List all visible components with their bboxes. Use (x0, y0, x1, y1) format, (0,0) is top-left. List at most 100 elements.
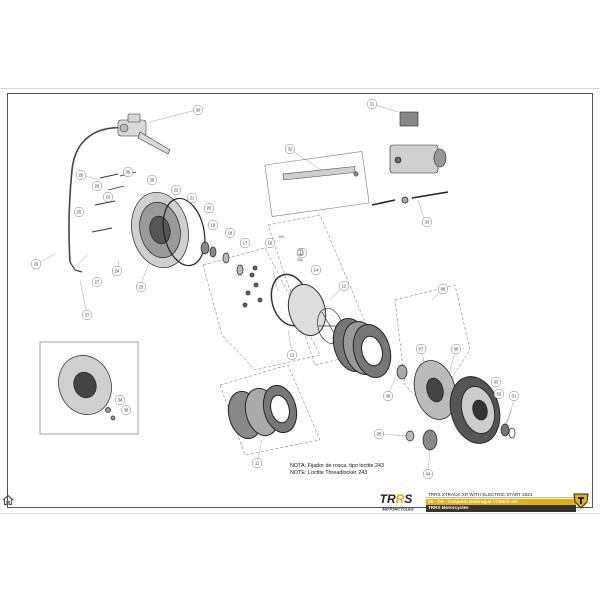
callout-01: 01 (508, 390, 520, 402)
callout-number: 10 (106, 195, 111, 200)
callout-number: 08 (386, 394, 391, 399)
callout-number: 24 (115, 269, 120, 274)
callout-number: 33 (425, 220, 430, 225)
small-label-15a: 15a (297, 248, 303, 252)
callout-number: 01 (512, 394, 517, 399)
callout-32: 32 (284, 143, 296, 155)
callout-20: 20 (203, 202, 215, 214)
callout-number: 38 (124, 408, 129, 413)
clutch-basket (449, 376, 501, 444)
callout-05: 05 (373, 428, 385, 440)
clutch-master-cylinder (117, 113, 171, 155)
note-english: NOTE: Loctite Threadlocker 243 (290, 470, 368, 476)
callout-number: 37 (85, 313, 90, 318)
ball-bearing (422, 429, 438, 451)
release-bearing (396, 364, 408, 380)
hydraulic-hose (68, 126, 129, 263)
detail-inset-box (39, 341, 139, 435)
callout-number: 29 (34, 262, 39, 267)
callout-04: 04 (422, 468, 434, 480)
callout-31: 31 (366, 98, 378, 110)
callout-30: 30 (192, 104, 204, 116)
callout-36: 36 (122, 166, 134, 178)
callout-15: 15 (296, 247, 308, 259)
callout-number: 13 (290, 353, 295, 358)
callout-bubbles: 30 31 32 33 28 26 36 35 22 21 20 19 18 17 16 15 10 25 24 23… (30, 98, 520, 480)
callout-number: 12 (342, 284, 347, 289)
push-rod-kit (371, 191, 449, 206)
callout-number: 31 (370, 102, 375, 107)
callout-number: 22 (174, 188, 179, 193)
callout-02: 02 (493, 388, 505, 400)
callout-number: 34 (118, 398, 123, 403)
callout-33: 33 (421, 216, 433, 228)
callout-34: 34 (114, 394, 126, 406)
inset-cover-detail (58, 355, 116, 421)
callout-number: 07 (419, 347, 424, 352)
clutch-springs (242, 265, 263, 308)
cover-bolts (91, 171, 137, 233)
svg-text:MOTORCYCLES: MOTORCYCLES (382, 507, 413, 512)
callout-18: 18 (224, 227, 236, 239)
small-label-15c: 15c (297, 258, 303, 262)
callout-number: 03 (494, 380, 499, 385)
callout-03: 03 (490, 376, 502, 388)
callout-group-outline (202, 247, 321, 371)
small-seals (200, 241, 244, 276)
section-title: 05 - CE - Conjunto Embrague / Clutch set (426, 498, 576, 505)
callout-number: 28 (79, 173, 84, 178)
callout-19: 19 (207, 219, 219, 231)
title-block: TRRS MOTORCYCLES TRRS XTRACK XR WITH ELE… (368, 492, 588, 512)
callout-16: 16 (264, 237, 276, 249)
callout-number: 26 (95, 184, 100, 189)
callout-17: 17 (239, 237, 251, 249)
callout-group-outline (264, 151, 370, 217)
clutch-plate-pack (332, 318, 392, 378)
callout-number: 21 (190, 196, 195, 201)
callout-number: 19 (211, 223, 216, 228)
callout-14: 14 (310, 264, 322, 276)
small-label-15b: 15b (297, 253, 303, 257)
callout-number: 17 (243, 241, 248, 246)
callout-number: 23 (139, 285, 144, 290)
trrs-logo: TRRS MOTORCYCLES (380, 492, 414, 512)
callout-number: 16 (268, 241, 273, 246)
callout-number: 18 (228, 231, 233, 236)
callout-number: 15 (300, 251, 305, 256)
model-title: TRRS XTRACK XR WITH ELECTRIC START 2021 (426, 492, 576, 498)
callout-number: 04 (426, 472, 431, 477)
callout-27: 27 (91, 276, 103, 288)
callout-number: 35 (150, 178, 155, 183)
trrs-shield-icon (573, 493, 589, 509)
note-spanish: NOTA: Fijador de rosca, tipo loctite 243 (290, 463, 384, 469)
callout-number: 30 (196, 108, 201, 113)
callout-07: 07 (415, 343, 427, 355)
callout-26: 26 (91, 180, 103, 192)
callout-09: 09 (437, 283, 449, 295)
callout-number: 06 (454, 347, 459, 352)
thrust-washer (508, 427, 516, 439)
callout-12: 12 (338, 280, 350, 292)
callout-number: 02 (497, 392, 502, 397)
slave-cylinder (389, 111, 447, 174)
callout-22: 22 (170, 184, 182, 196)
callout-number: 09 (441, 287, 446, 292)
callout-number: 20 (207, 206, 212, 211)
callout-08: 08 (382, 390, 394, 402)
svg-text:TRRS: TRRS (380, 492, 413, 506)
callout-10: 10 (102, 191, 114, 203)
callout-number: 05 (377, 432, 382, 437)
callout-13: 13 (286, 349, 298, 361)
callout-38: 38 (120, 404, 132, 416)
callout-25: 25 (73, 206, 85, 218)
callout-number: 14 (314, 268, 319, 273)
cover-gasket (162, 197, 206, 267)
small-label-10X: 10X (278, 235, 285, 239)
needle-bearing (500, 423, 510, 437)
callout-35: 35 (146, 174, 158, 186)
threadlocker-note: NOTA: Fijador de rosca, tipo loctite 243… (290, 463, 384, 477)
callout-group-outline (219, 364, 321, 456)
home-icon[interactable] (2, 494, 14, 506)
